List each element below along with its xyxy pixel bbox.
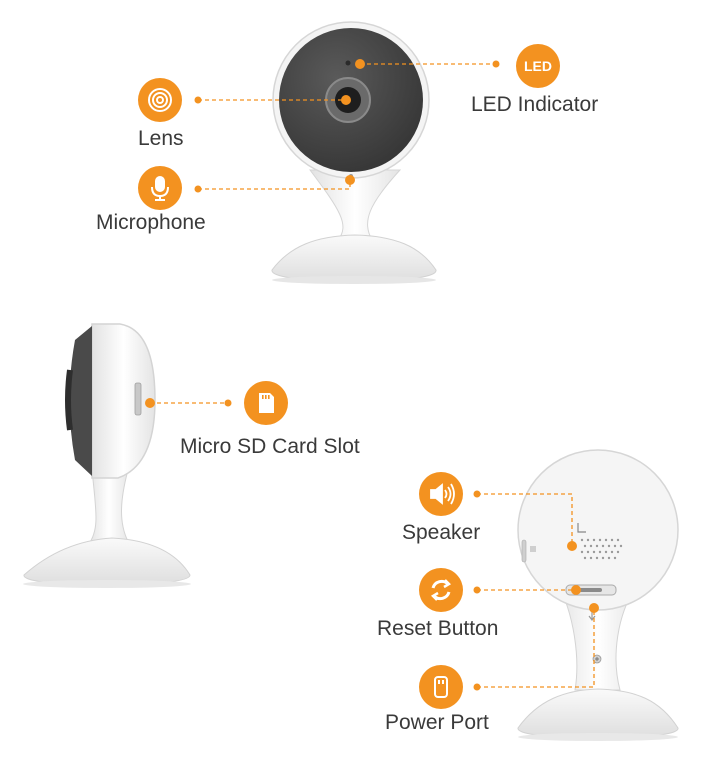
reset-button-label: Reset Button bbox=[377, 617, 499, 640]
front-view-camera bbox=[271, 21, 437, 284]
side-face bbox=[69, 326, 92, 476]
lens-icon bbox=[138, 78, 182, 122]
speaker-label: Speaker bbox=[402, 521, 481, 544]
side-view-camera bbox=[23, 323, 191, 588]
speaker-grille bbox=[580, 538, 623, 560]
lens-label: Lens bbox=[138, 127, 184, 150]
back-base bbox=[517, 688, 679, 739]
microphone-icon bbox=[138, 166, 182, 210]
side-sd-slot bbox=[134, 382, 142, 416]
power-port-label: Power Port bbox=[385, 711, 489, 734]
side-head bbox=[91, 323, 156, 479]
sd-card-icon bbox=[244, 381, 288, 425]
led-icon-text: LED bbox=[524, 58, 552, 74]
back-view-camera bbox=[517, 449, 679, 741]
speaker-leader bbox=[477, 493, 573, 546]
front-stand bbox=[309, 169, 402, 241]
speaker-icon bbox=[419, 472, 463, 516]
front-base bbox=[271, 234, 437, 283]
led-indicator-label: LED Indicator bbox=[471, 93, 599, 116]
usb-plug-icon bbox=[419, 665, 463, 709]
reset-icon bbox=[419, 568, 463, 612]
microphone-label: Microphone bbox=[96, 211, 206, 234]
side-base bbox=[23, 537, 191, 586]
side-stand bbox=[86, 469, 131, 546]
front-led-dot bbox=[345, 60, 351, 66]
power-leader bbox=[477, 608, 595, 688]
led-icon: LED bbox=[516, 44, 560, 88]
callout-dots bbox=[145, 59, 599, 691]
front-base-shadow bbox=[272, 276, 436, 284]
micro-sd-card-slot-label: Micro SD Card Slot bbox=[180, 435, 360, 458]
